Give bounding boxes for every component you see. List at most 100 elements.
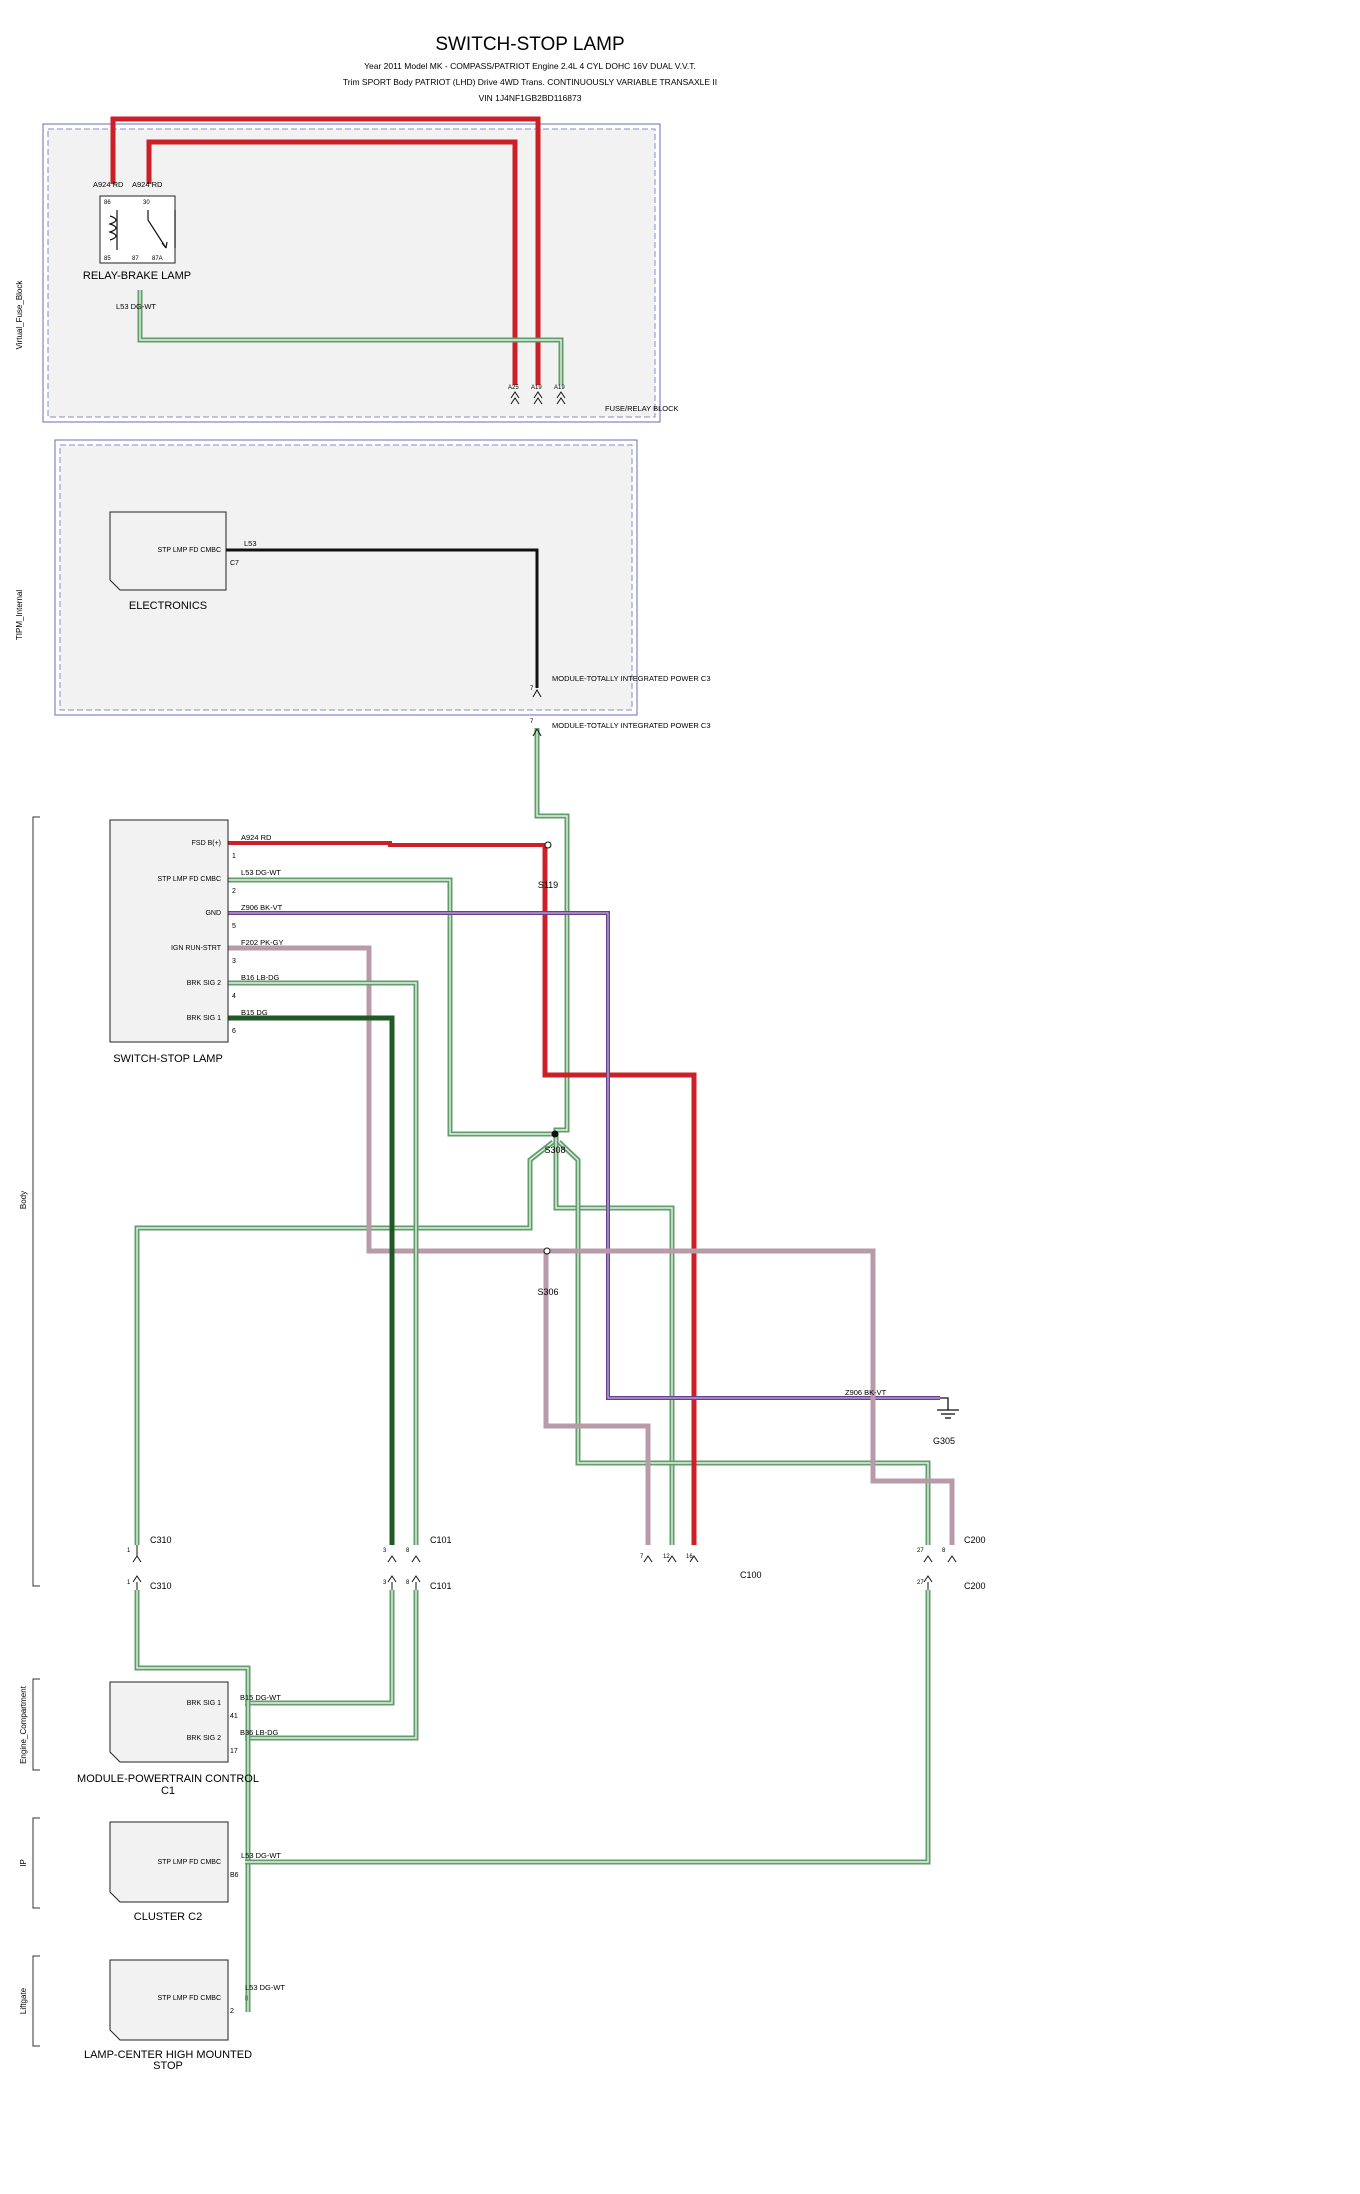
pcm-wire-label-b36: B36 LB-DG bbox=[240, 1728, 279, 1737]
ground-name: G305 bbox=[933, 1436, 955, 1446]
fuse-block-connector bbox=[510, 391, 566, 405]
switch-wire-label: A924 RD bbox=[241, 833, 272, 842]
pcm-wire-label-b15: B15 DG-WT bbox=[240, 1693, 281, 1702]
c200-label-top: C200 bbox=[964, 1535, 986, 1545]
switch-pin-gnd: GND 5 Z906 BK-VT bbox=[205, 903, 282, 930]
c101-pin-8-bottom: 8 bbox=[406, 1580, 410, 1586]
cluster-wire-label: L53 DG-WT bbox=[241, 1851, 281, 1860]
section-label-body: Body bbox=[19, 1191, 28, 1209]
c100-label: C100 bbox=[740, 1570, 762, 1580]
wire-f202-switch-to-s306 bbox=[224, 945, 545, 1254]
wire-b15-c101-to-pcm bbox=[245, 1590, 395, 1706]
pcm-sub: C1 bbox=[161, 1785, 175, 1797]
switch-pin-label: GND bbox=[205, 910, 221, 917]
section-bracket-ip bbox=[32, 1817, 40, 1909]
switch-pin-label: BRK SIG 2 bbox=[187, 980, 221, 987]
wire-l53-c200-to-cluster bbox=[245, 1590, 931, 1865]
switch-pin-num: 3 bbox=[232, 958, 236, 965]
tipm-pin-out: 7 bbox=[530, 719, 534, 725]
splice-s308-label: S308 bbox=[544, 1145, 565, 1155]
wire-l53-switch-to-s308 bbox=[224, 877, 553, 1137]
wire-a924-switch-fsd bbox=[224, 841, 545, 847]
switch-pin-ign: IGN RUN-STRT 3 F202 PK-GY bbox=[171, 938, 284, 965]
relay-wire-label-b: A924 RD bbox=[132, 180, 163, 189]
c310-label-bottom: C310 bbox=[150, 1581, 172, 1591]
wire-b15-brk-sig-1 bbox=[224, 1015, 395, 1545]
lamp-name: LAMP-CENTER HIGH MOUNTED bbox=[84, 2049, 252, 2061]
switch-pin-fsd: FSD B(+) 1 A924 RD bbox=[192, 833, 272, 860]
relay-name: RELAY-BRAKE LAMP bbox=[83, 270, 191, 282]
relay-pin-85: 85 bbox=[104, 256, 111, 262]
switch-pin-label: STP LMP FD CMBC bbox=[157, 876, 221, 883]
lamp-module bbox=[109, 1959, 229, 2041]
switch-stop-lamp-box bbox=[109, 819, 229, 1043]
wire-f202-s306-to-c200-8 bbox=[549, 1248, 955, 1545]
ground-symbol-icon bbox=[937, 1397, 959, 1419]
switch-pin-brk1: BRK SIG 1 6 B15 DG bbox=[187, 1008, 268, 1035]
wire-b16-brk-sig-2 bbox=[224, 980, 419, 1545]
wire-a924-relay-30 bbox=[146, 139, 518, 385]
c101-label-bottom: C101 bbox=[430, 1581, 452, 1591]
relay-pin-87a: 87A bbox=[152, 256, 163, 262]
splice-s306-dot bbox=[543, 1247, 551, 1255]
c101-pin-3-top: 3 bbox=[383, 1548, 387, 1554]
fuse-pin-a19: A19 bbox=[531, 385, 542, 391]
c200-pin-8-top: 8 bbox=[942, 1548, 946, 1554]
section-bracket-body bbox=[32, 816, 40, 1587]
relay-pin-87: 87 bbox=[132, 256, 139, 262]
switch-pin-label: BRK SIG 1 bbox=[187, 1015, 221, 1022]
switch-pin-label: FSD B(+) bbox=[192, 840, 221, 847]
c310-pin-bottom: 1 bbox=[127, 1580, 131, 1586]
c101-pin-8-top: 8 bbox=[406, 1548, 410, 1554]
wire-l53-s308-to-c200-27 bbox=[557, 1140, 931, 1545]
splice-s119-label: S119 bbox=[538, 880, 558, 890]
wire-l53-relay-out bbox=[137, 290, 564, 385]
vehicle-line-1: Year 2011 Model MK - COMPASS/PATRIOT Eng… bbox=[364, 61, 696, 71]
splice-s119-dot bbox=[544, 841, 552, 849]
splice-s306-label: S306 bbox=[537, 1287, 558, 1297]
electronics-wire-label: L53 bbox=[244, 539, 257, 548]
section-bracket-engine bbox=[32, 1678, 40, 1771]
c100-pin-16: 16 bbox=[686, 1554, 693, 1560]
c310-pin-top: 1 bbox=[127, 1548, 131, 1554]
pcm-pin-label-brk1: BRK SIG 1 bbox=[187, 1700, 221, 1707]
pcm-pin-num-41: 41 bbox=[230, 1713, 238, 1720]
relay-pin-30: 30 bbox=[143, 200, 150, 206]
electronics-pin: C7 bbox=[230, 560, 239, 567]
fuse-block-label: FUSE/RELAY BLOCK bbox=[605, 404, 679, 413]
wire-z906-ground bbox=[224, 911, 940, 1400]
switch-pin-num: 4 bbox=[232, 993, 236, 1000]
page-title: SWITCH-STOP LAMP bbox=[435, 34, 624, 55]
cluster-name: CLUSTER C2 bbox=[134, 1911, 202, 1923]
electronics-module bbox=[109, 511, 227, 591]
cluster-pin-label: STP LMP FD CMBC bbox=[157, 1859, 221, 1866]
section-label-ip: IP bbox=[19, 1859, 28, 1867]
lamp-wire-label: L53 DG-WT bbox=[245, 1983, 285, 1992]
wire-l53-tipm-to-s308 bbox=[534, 728, 570, 1142]
c200-pin-27-top: 27 bbox=[917, 1548, 924, 1554]
switch-pin-num: 1 bbox=[232, 853, 236, 860]
switch-wire-label: F202 PK-GY bbox=[241, 938, 284, 947]
tipm-label-out: MODULE-TOTALLY INTEGRATED POWER C3 bbox=[552, 721, 711, 730]
c101-pin-3-bottom: 3 bbox=[383, 1580, 387, 1586]
pcm-name: MODULE-POWERTRAIN CONTROL bbox=[77, 1773, 259, 1785]
tipm-pin-in: 7 bbox=[530, 686, 534, 692]
lamp-pin: 2 bbox=[230, 2008, 234, 2015]
section-label-engine-compartment: Engine_Compartment bbox=[19, 1685, 28, 1764]
relay-brake-lamp: 86 30 85 87 87A bbox=[99, 195, 176, 264]
splice-s308-dot bbox=[551, 1130, 559, 1138]
section-label-virtual-fuse-block: Virtual_Fuse_Block bbox=[15, 280, 24, 350]
vehicle-vin: VIN 1J4NF1GB2BD116873 bbox=[479, 93, 582, 103]
vehicle-line-2: Trim SPORT Body PATRIOT (LHD) Drive 4WD … bbox=[343, 77, 717, 87]
lamp-sub: STOP bbox=[153, 2060, 183, 2072]
connector-terminals-top bbox=[132, 1555, 957, 1563]
switch-wire-label: B16 LB-DG bbox=[241, 973, 280, 982]
tipm-label-in: MODULE-TOTALLY INTEGRATED POWER C3 bbox=[552, 674, 711, 683]
tipm-connector-c3 bbox=[532, 688, 542, 737]
switch-wire-label: Z906 BK-VT bbox=[241, 903, 283, 912]
wire-l53-s308-to-c310 bbox=[134, 1140, 555, 1545]
c100-pin-7: 7 bbox=[640, 1554, 644, 1560]
cluster-module bbox=[109, 1821, 229, 1903]
lamp-pin-label: STP LMP FD CMBC bbox=[157, 1995, 221, 2002]
